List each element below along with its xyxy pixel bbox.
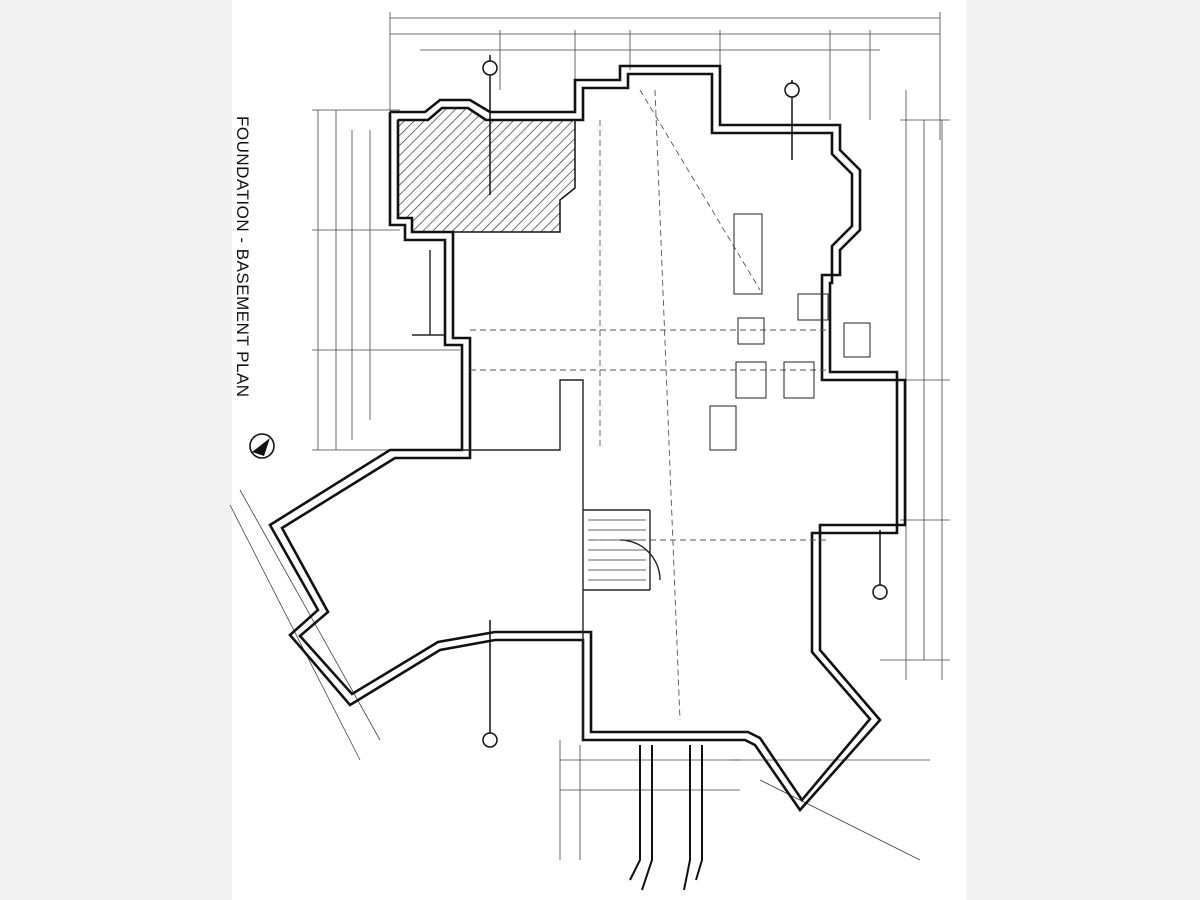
left-dimension-lines: [312, 109, 460, 451]
equipment-boxes: [709, 213, 871, 451]
foundation-walls: [268, 64, 907, 813]
plan-title: FOUNDATION - BASEMENT PLAN: [233, 116, 252, 398]
right-margin: [966, 0, 1200, 900]
entry-legs: [629, 745, 703, 891]
section-marker-icon: [482, 55, 888, 748]
right-dimension-lines: [880, 90, 950, 680]
stair: [588, 519, 646, 581]
beam-lines: [470, 89, 830, 721]
north-arrow-icon: [249, 433, 275, 459]
interior-walls: [412, 250, 661, 740]
hatched-slab-area: [397, 107, 576, 233]
left-margin: [0, 0, 232, 900]
bottom-dimension-lines: [229, 489, 930, 861]
